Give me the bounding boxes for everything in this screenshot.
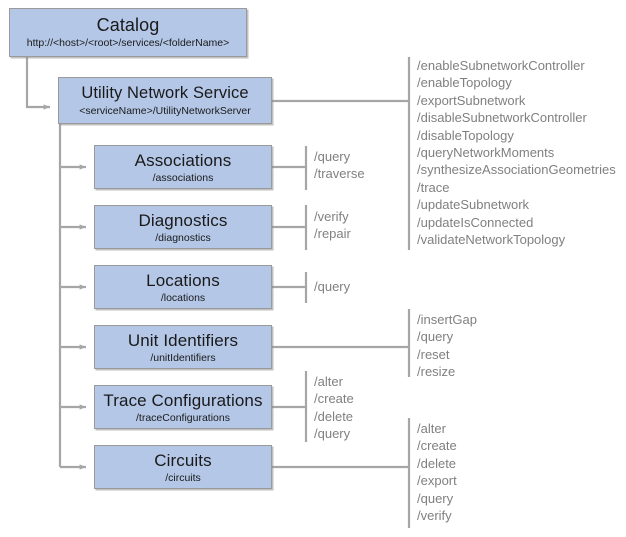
operation-associations-0: /query [314, 149, 351, 164]
node-unit-identifiers[interactable]: Unit Identifiers /unitIdentifiers [94, 325, 272, 369]
node-associations-path: /associations [152, 171, 214, 184]
operation-trace_configurations-3: /query [314, 426, 351, 442]
node-catalog[interactable]: Catalog http://<host>/<root>/services/<f… [9, 8, 247, 57]
node-unit-identifiers-title: Unit Identifiers [127, 330, 239, 350]
operation-trace_configurations-2: /delete [314, 408, 354, 424]
node-locations-title: Locations [146, 270, 220, 290]
node-diagnostics-path: /diagnostics [155, 231, 211, 244]
operation-service-2: /exportSubnetwork [417, 92, 526, 108]
node-trace-configurations-path: /traceConfigurations [136, 411, 230, 424]
node-utility-network-service-title: Utility Network Service [81, 84, 249, 102]
operation-circuits-5: /verify [417, 508, 452, 524]
operation-circuits-3: /export [417, 473, 457, 489]
operation-unit_identifiers-1: /query [417, 329, 454, 345]
operation-circuits-1: /create [417, 438, 457, 454]
node-locations[interactable]: Locations /locations [94, 265, 272, 309]
operation-circuits-4: /query [417, 490, 454, 506]
operation-list-associations: /query/traverse [314, 148, 365, 183]
node-circuits[interactable]: Circuits /circuits [94, 445, 272, 489]
node-catalog-title: Catalog [96, 15, 160, 35]
edge-catalog-to-service [25, 57, 50, 110]
node-utility-network-service-path: <serviceName>/UtilityNetworkServer [79, 105, 251, 117]
operation-trace_configurations-1: /create [314, 391, 354, 407]
node-trace-configurations[interactable]: Trace Configurations /traceConfiguration… [94, 385, 272, 429]
node-unit-identifiers-path: /unitIdentifiers [150, 351, 216, 364]
operation-unit_identifiers-0: /insertGap [417, 312, 477, 327]
operation-service-6: /synthesizeAssociationGeometries [417, 162, 616, 178]
operation-service-10: /validateNetworkTopology [417, 232, 566, 248]
operation-diagnostics-1: /repair [314, 226, 351, 242]
operation-list-trace-configurations: /alter/create/delete/query [314, 373, 354, 443]
operation-service-4: /disableTopology [417, 127, 514, 143]
node-diagnostics[interactable]: Diagnostics /diagnostics [94, 205, 272, 249]
node-diagnostics-title: Diagnostics [138, 210, 228, 230]
operation-service-5: /queryNetworkMoments [417, 145, 555, 161]
operation-service-9: /updateIsConnected [417, 214, 534, 230]
operation-locations-0: /query [314, 279, 351, 294]
operation-associations-1: /traverse [314, 166, 365, 182]
operation-list-circuits: /alter/create/delete/export/query/verify [417, 420, 457, 524]
node-circuits-path: /circuits [165, 471, 201, 484]
operation-service-3: /disableSubnetworkController [417, 110, 587, 126]
operation-service-7: /trace [417, 179, 450, 195]
operation-unit_identifiers-2: /reset [417, 346, 450, 362]
operation-unit_identifiers-3: /resize [417, 364, 456, 380]
operation-circuits-2: /delete [417, 455, 457, 471]
operation-list-service: /enableSubnetworkController/enableTopolo… [417, 57, 616, 248]
operation-diagnostics-0: /verify [314, 209, 349, 224]
operation-service-0: /enableSubnetworkController [417, 58, 585, 73]
operation-service-1: /enableTopology [417, 75, 512, 91]
operation-list-diagnostics: /verify/repair [314, 208, 351, 243]
operation-circuits-0: /alter [417, 421, 446, 436]
node-utility-network-service[interactable]: Utility Network Service <serviceName>/Ut… [58, 77, 272, 124]
operation-service-8: /updateSubnetwork [417, 197, 530, 213]
node-catalog-path: http://<host>/<root>/services/<folderNam… [26, 37, 230, 49]
node-locations-path: /locations [160, 291, 206, 304]
operation-trace_configurations-0: /alter [314, 374, 343, 389]
node-associations-title: Associations [134, 150, 232, 170]
node-circuits-title: Circuits [154, 450, 212, 470]
node-trace-configurations-title: Trace Configurations [103, 390, 263, 410]
operation-list-unit-identifiers: /insertGap/query/reset/resize [417, 311, 477, 381]
operation-list-locations: /query [314, 278, 350, 295]
node-associations[interactable]: Associations /associations [94, 145, 272, 189]
